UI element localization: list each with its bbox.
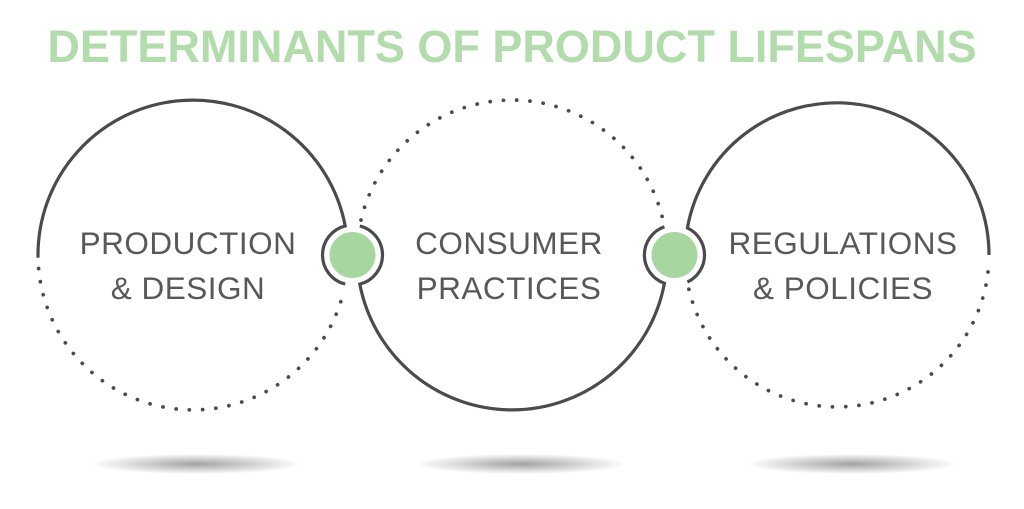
connector-dot-left bbox=[329, 232, 376, 278]
shadow-regulations bbox=[716, 451, 986, 477]
circle-regulations-label-line2: & POLICIES bbox=[752, 270, 934, 306]
circle-consumer-label-line2: PRACTICES bbox=[416, 270, 602, 306]
circle-production-label-line1: PRODUCTION bbox=[79, 225, 297, 261]
circle-regulations-dotted-arc bbox=[687, 266, 991, 409]
shadow-consumer bbox=[386, 451, 656, 477]
circle-regulations-solid-arc bbox=[685, 101, 991, 284]
diagram-title: DETERMINANTS OF PRODUCT LIFESPANS bbox=[47, 21, 977, 72]
connector-dot-right bbox=[651, 232, 698, 278]
circle-production-label: PRODUCTION & DESIGN bbox=[18, 221, 358, 311]
circle-consumer-label: CONSUMER PRACTICES bbox=[339, 221, 679, 311]
circle-regulations-label: REGULATIONS & POLICIES bbox=[673, 221, 1013, 311]
circle-consumer-solid-arc bbox=[357, 224, 667, 412]
circle-production-label-line2: & DESIGN bbox=[110, 270, 266, 306]
circle-production-dotted-arc bbox=[36, 266, 346, 412]
circle-regulations-label-line1: REGULATIONS bbox=[728, 225, 958, 261]
circle-consumer-label-line1: CONSUMER bbox=[415, 225, 603, 261]
circle-consumer-dotted-arc bbox=[359, 98, 665, 222]
circle-production-solid-arc bbox=[36, 98, 348, 286]
shadow-production bbox=[62, 451, 332, 477]
